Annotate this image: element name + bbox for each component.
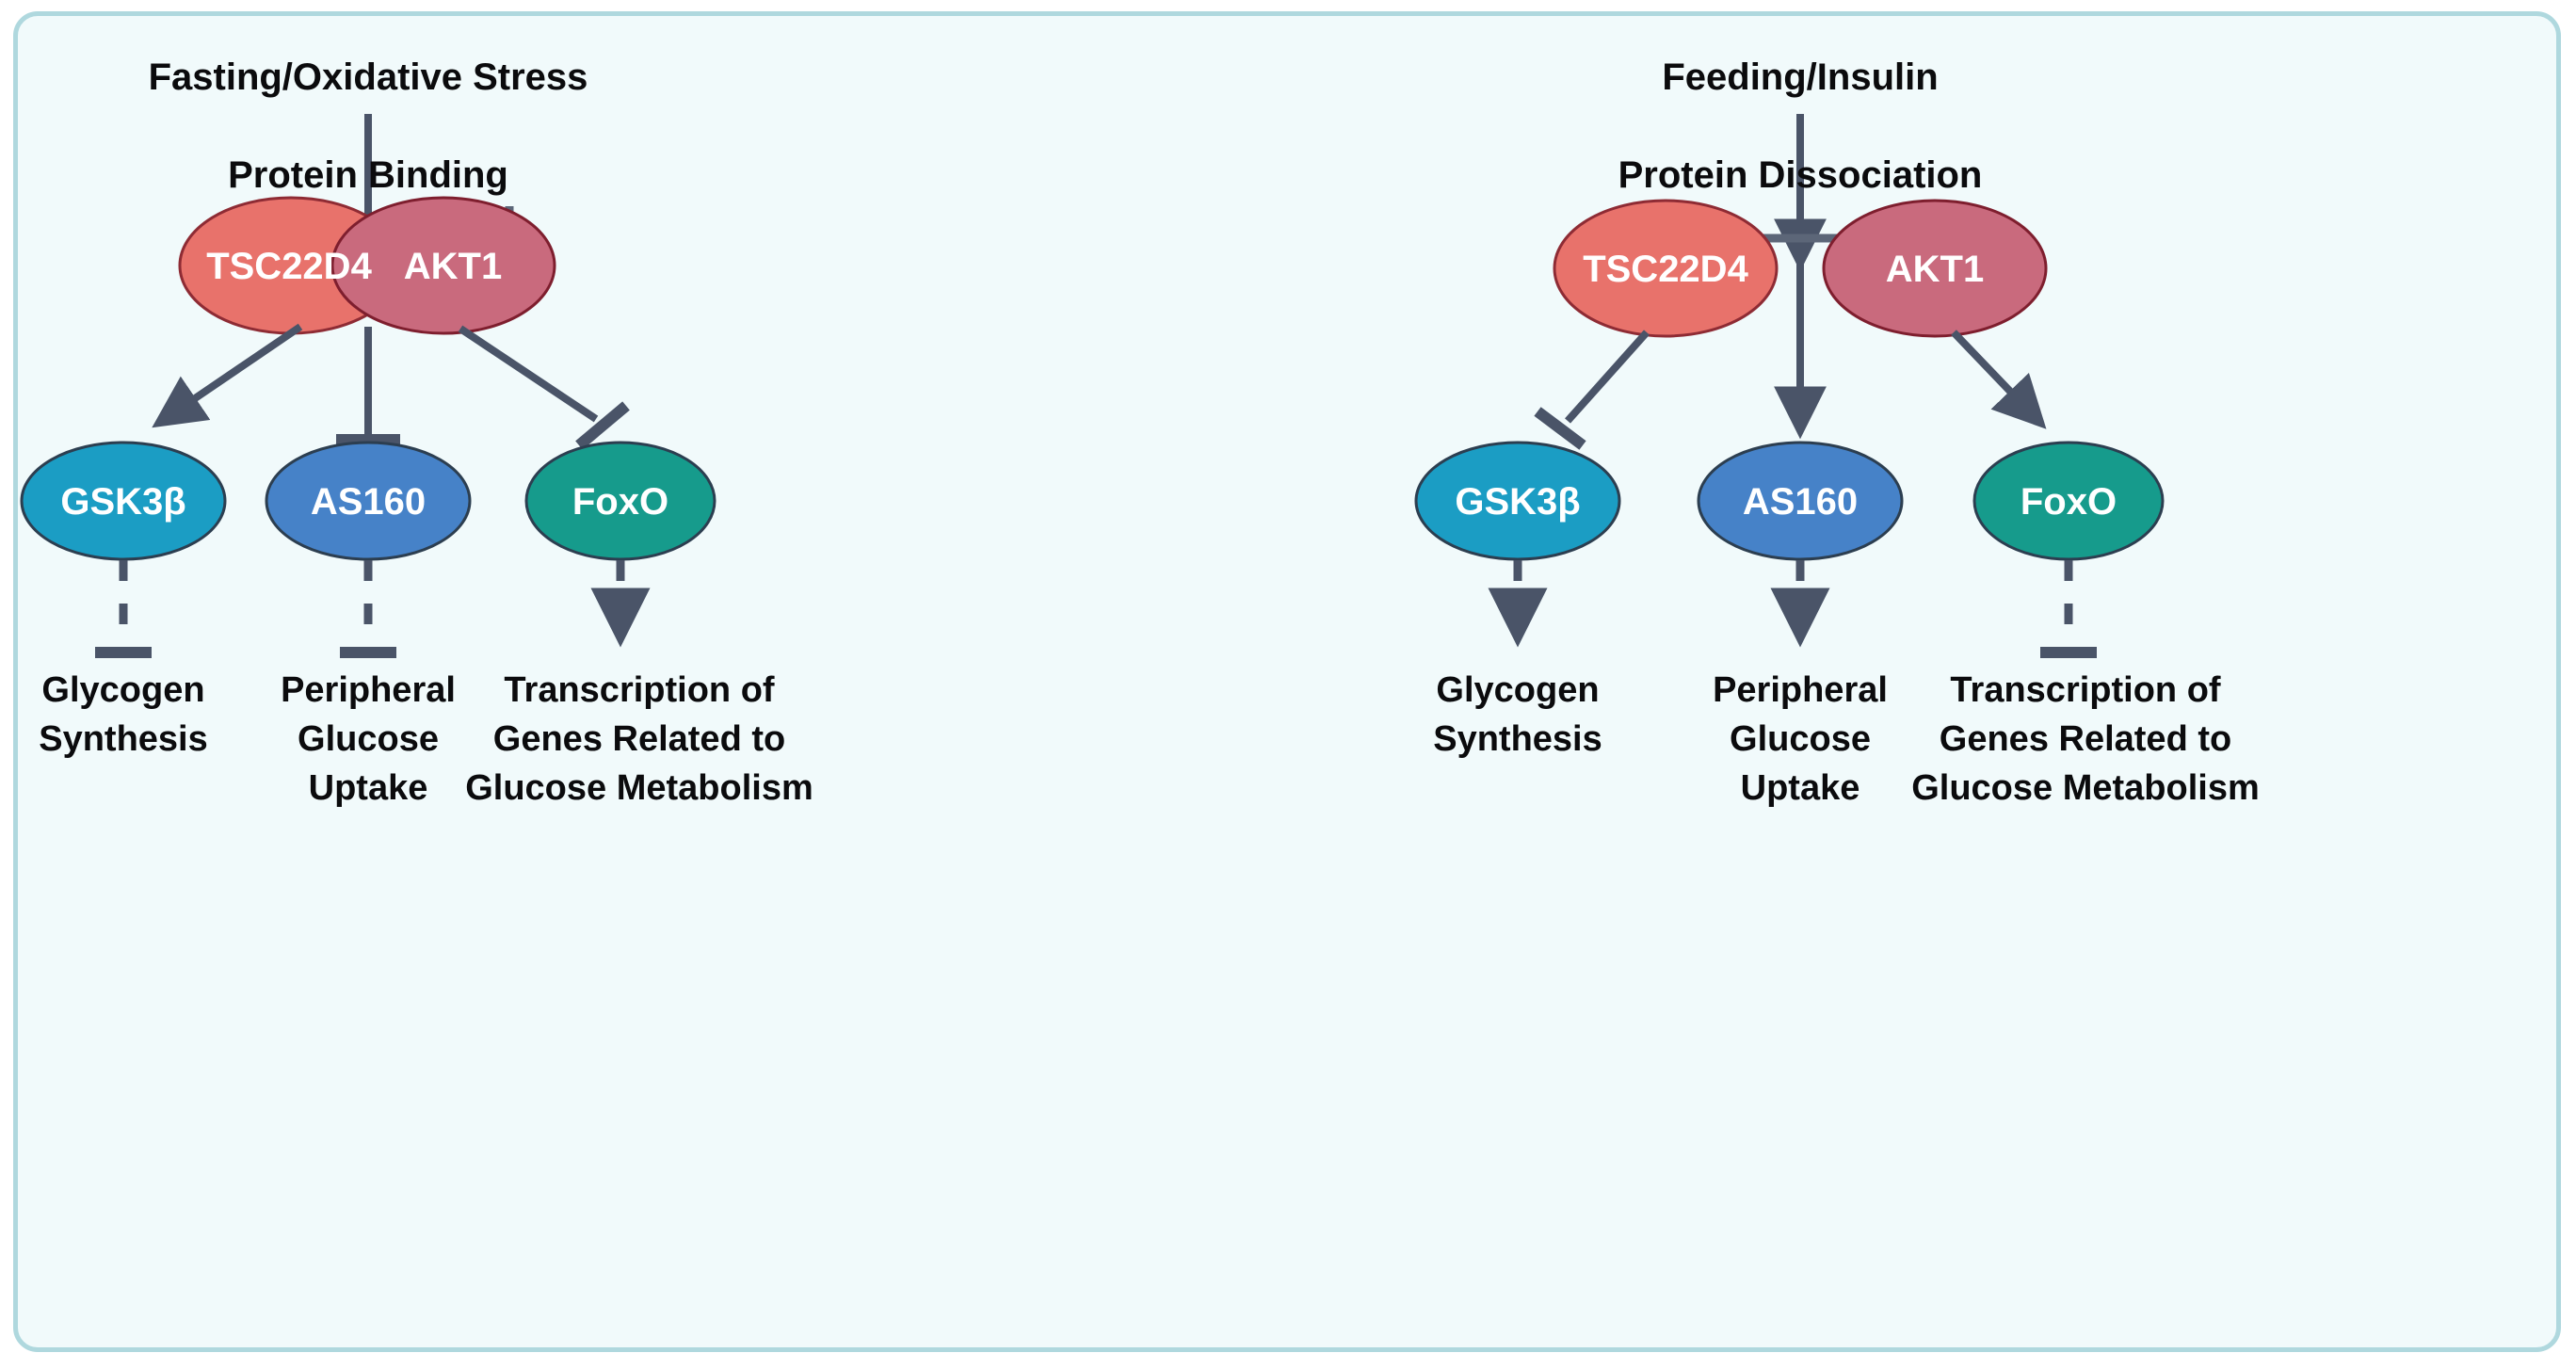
inhibit-bar-foxo-left — [575, 401, 630, 450]
outcome-glucose-uptake-right: Peripheral Glucose Uptake — [1713, 670, 1888, 808]
panel-left: Fasting/Oxidative Stress Protein Binding… — [20, 56, 813, 808]
node-tsc22d4-right[interactable] — [1553, 199, 1779, 338]
node-label-akt1-left: AKT1 — [404, 246, 502, 287]
outcome-line: Glycogen — [1436, 670, 1599, 710]
node-label-tsc22d4-left: TSC22D4 — [206, 246, 372, 287]
event-label-left: Protein Binding — [228, 154, 508, 196]
outcome-line: Glucose — [1730, 719, 1871, 759]
node-label-foxo-left: FoxO — [572, 481, 668, 523]
node-gsk3b-left[interactable] — [20, 441, 227, 561]
outcome-transcription-left: Transcription of Genes Related to Glucos… — [465, 670, 813, 808]
outcome-line: Peripheral — [281, 670, 456, 710]
node-label-gsk3b-left: GSK3β — [60, 481, 185, 523]
outcome-transcription-right: Transcription of Genes Related to Glucos… — [1911, 670, 2260, 808]
outcome-glucose-uptake-left: Peripheral Glucose Uptake — [281, 670, 456, 808]
pathway-diagram: Fasting/Oxidative Stress Protein Binding… — [20, 56, 2260, 808]
edge-tsc22d4-gsk3b-left — [152, 323, 303, 428]
outcome-line: Uptake — [309, 768, 428, 808]
outcome-line: Peripheral — [1713, 670, 1888, 710]
node-label-foxo-right: FoxO — [2021, 481, 2117, 523]
event-label-right: Protein Dissociation — [1618, 154, 1983, 196]
stimulus-title-right: Feeding/Insulin — [1662, 56, 1938, 98]
panel-right: Feeding/Insulin Protein Dissociation TSC… — [1414, 56, 2260, 808]
node-foxo-right[interactable] — [1972, 441, 2165, 561]
node-foxo-left[interactable] — [524, 441, 716, 561]
stimulus-title-left: Fasting/Oxidative Stress — [149, 56, 588, 98]
outcome-line: Glucose — [298, 719, 439, 759]
inhibit-bar-gsk3b-right — [1534, 407, 1586, 450]
outcome-line: Synthesis — [39, 719, 208, 759]
outcome-line: Synthesis — [1433, 719, 1602, 759]
diagram-frame: Fasting/Oxidative Stress Protein Binding… — [13, 11, 2561, 1352]
node-label-as160-left: AS160 — [311, 481, 426, 523]
outcome-line: Genes Related to — [493, 719, 785, 759]
outcome-line: Glucose Metabolism — [465, 768, 813, 808]
outcome-line: Genes Related to — [1940, 719, 2231, 759]
outcome-line: Glycogen — [41, 670, 204, 710]
edge-akt1-foxo-left — [458, 325, 599, 423]
outcome-line: Glucose Metabolism — [1911, 768, 2260, 808]
node-as160-left[interactable] — [265, 441, 472, 561]
node-akt1-right[interactable] — [1822, 199, 2048, 338]
edge-tsc22d4-gsk3b-right — [1565, 330, 1650, 424]
node-label-gsk3b-right: GSK3β — [1455, 481, 1580, 523]
outcome-line: Uptake — [1741, 768, 1860, 808]
outcome-glycogen-left: Glycogen Synthesis — [39, 670, 208, 759]
node-as160-right[interactable] — [1697, 441, 1904, 561]
outcome-line: Transcription of — [1950, 670, 2220, 710]
node-gsk3b-right[interactable] — [1414, 441, 1621, 561]
outcome-line: Transcription of — [504, 670, 774, 710]
node-label-akt1-right: AKT1 — [1886, 249, 1984, 290]
edge-akt1-foxo-right — [1951, 330, 2047, 429]
node-label-as160-right: AS160 — [1743, 481, 1858, 523]
node-label-tsc22d4-right: TSC22D4 — [1583, 249, 1748, 290]
node-akt1-left[interactable] — [330, 196, 556, 335]
outcome-glycogen-right: Glycogen Synthesis — [1433, 670, 1602, 759]
